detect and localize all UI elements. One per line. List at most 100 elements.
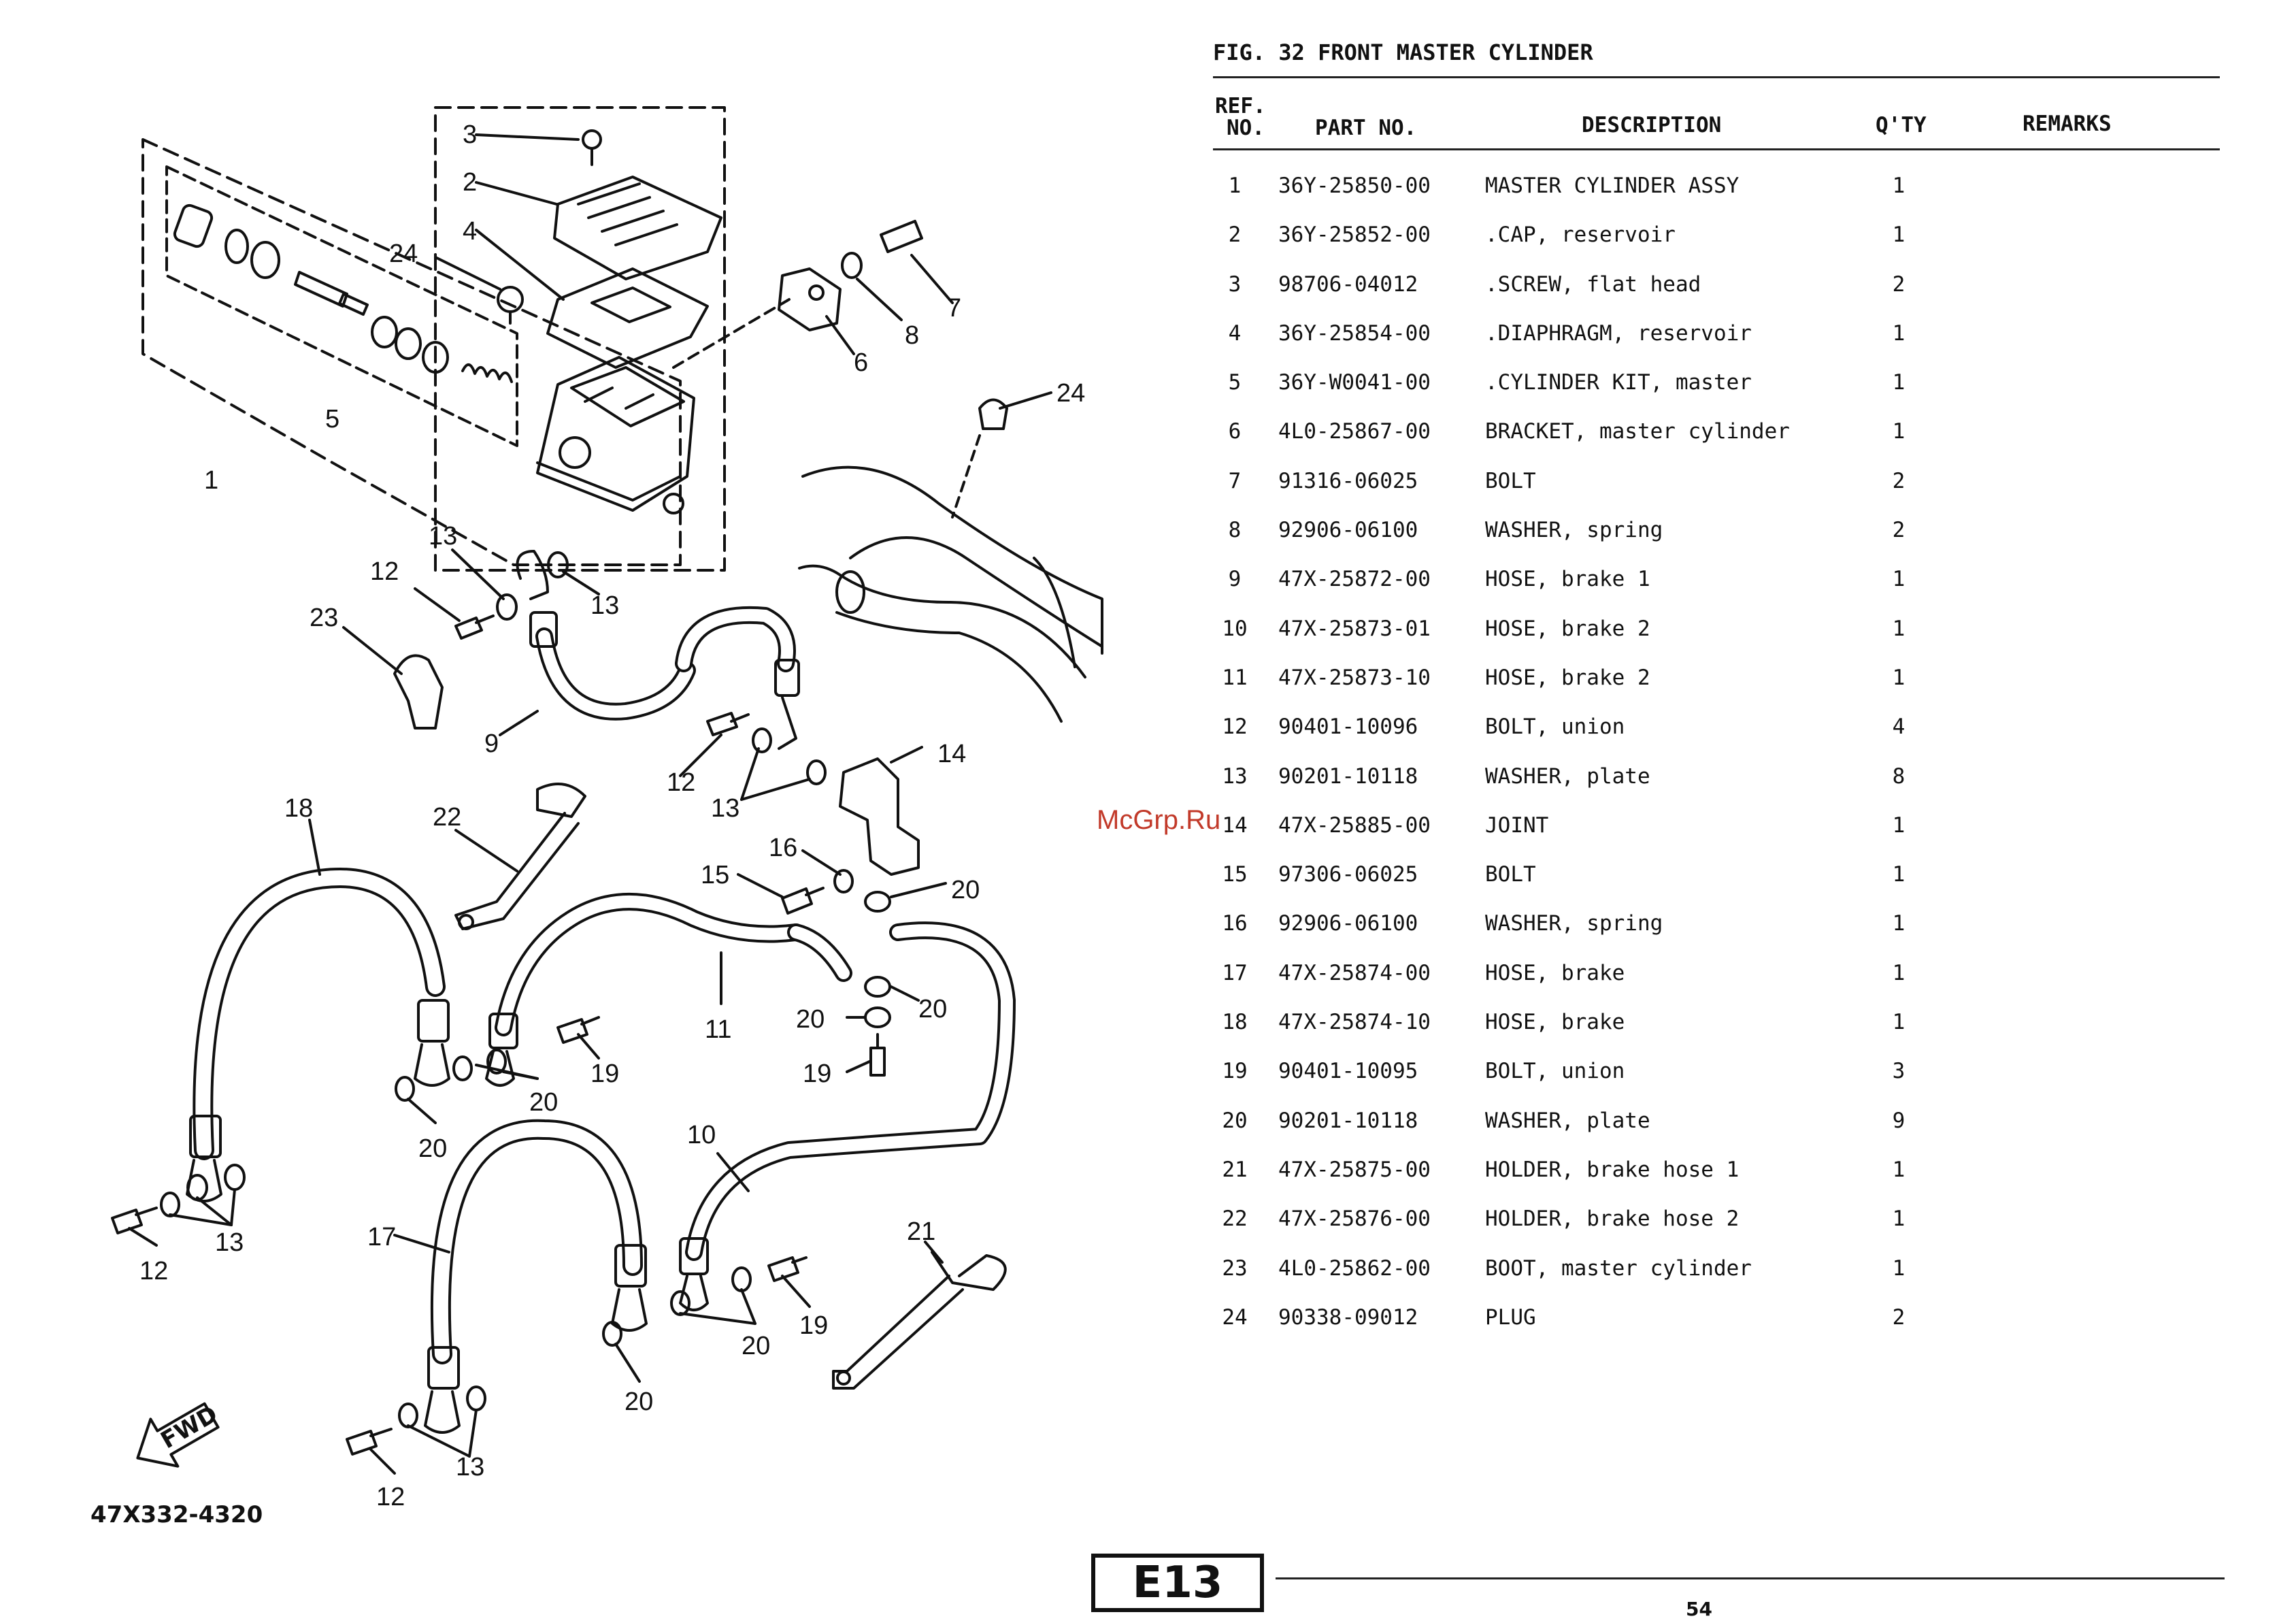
ref-cell: 14 xyxy=(1222,813,1248,838)
callout-5: 5 xyxy=(325,405,339,433)
qty-cell: 1 xyxy=(1892,419,1906,444)
callout-20-b: 20 xyxy=(918,995,947,1023)
callout-18: 18 xyxy=(284,794,313,823)
part-number-cell: 47X-25885-00 xyxy=(1278,813,1431,838)
ref-cell: 23 xyxy=(1222,1256,1248,1281)
bracket-6 xyxy=(778,267,842,331)
description-cell: PLUG xyxy=(1485,1305,1536,1330)
washer-20-e xyxy=(602,1321,622,1347)
hose-17 xyxy=(424,1119,648,1434)
callout-3: 3 xyxy=(463,120,477,149)
holder-21 xyxy=(832,1251,1007,1390)
hose-9 xyxy=(516,550,800,750)
callout-19-c: 19 xyxy=(799,1311,828,1340)
ref-cell: 20 xyxy=(1222,1108,1248,1133)
callout-11: 11 xyxy=(705,1015,731,1044)
qty-cell: 1 xyxy=(1892,960,1906,985)
handlebar-outline xyxy=(798,465,1103,723)
description-cell: WASHER, spring xyxy=(1485,518,1663,543)
figure-title: FIG. 32 FRONT MASTER CYLINDER xyxy=(1213,39,1593,65)
callout-13-e: 13 xyxy=(456,1453,484,1481)
part-number-cell: 36Y-W0041-00 xyxy=(1278,370,1431,395)
header-ref-line2: NO. xyxy=(1227,116,1265,140)
callout-10: 10 xyxy=(687,1121,716,1149)
qty-cell: 2 xyxy=(1892,468,1906,493)
qty-cell: 1 xyxy=(1892,911,1906,936)
callout-7: 7 xyxy=(947,294,961,323)
washer-20-g xyxy=(452,1055,473,1081)
ref-cell: 6 xyxy=(1228,419,1242,444)
qty-cell: 1 xyxy=(1892,1207,1906,1232)
union-bolt-12-a xyxy=(454,614,495,640)
callout-19-b: 19 xyxy=(803,1060,831,1088)
part-number-cell: 4L0-25862-00 xyxy=(1278,1256,1431,1281)
ref-cell: 17 xyxy=(1222,960,1248,985)
description-cell: WASHER, plate xyxy=(1485,764,1650,789)
callout-13-a: 13 xyxy=(429,522,457,551)
part-number-cell: 47X-25875-00 xyxy=(1278,1157,1431,1182)
part-number-cell: 47X-25874-00 xyxy=(1278,960,1431,985)
part-number-cell: 47X-25873-01 xyxy=(1278,616,1431,641)
callout-20-d: 20 xyxy=(529,1088,558,1117)
title-rule xyxy=(1213,76,2220,78)
qty-cell: 1 xyxy=(1892,567,1906,592)
qty-cell: 8 xyxy=(1892,764,1906,789)
washer-13-a xyxy=(496,593,518,621)
section-code: E13 xyxy=(1132,1558,1223,1608)
callout-24-b: 24 xyxy=(1057,379,1085,408)
part-number-cell: 47X-25876-00 xyxy=(1278,1207,1431,1232)
ref-cell: 8 xyxy=(1228,518,1242,543)
part-number-cell: 47X-25872-00 xyxy=(1278,567,1431,592)
washer-13-c xyxy=(752,727,772,753)
union-bolt-19-c xyxy=(767,1256,808,1282)
qty-cell: 1 xyxy=(1892,616,1906,641)
table-row: 17 47X-25874-00 HOSE, brake 1 xyxy=(1213,961,2220,1010)
part-number-cell: 90338-09012 xyxy=(1278,1305,1418,1330)
description-cell: HOLDER, brake hose 2 xyxy=(1485,1207,1740,1232)
header-qty: Q'TY xyxy=(1876,113,1927,137)
description-cell: HOLDER, brake hose 1 xyxy=(1485,1157,1740,1182)
description-cell: HOSE, brake 2 xyxy=(1485,665,1650,690)
hose-18 xyxy=(186,868,450,1202)
callout-12-c: 12 xyxy=(139,1257,168,1285)
description-cell: .CAP, reservoir xyxy=(1485,223,1676,248)
washer-13-f xyxy=(224,1164,246,1191)
footer-rule xyxy=(1276,1577,2225,1579)
callout-8: 8 xyxy=(905,321,919,350)
callout-24-a: 24 xyxy=(389,240,418,268)
ref-cell: 3 xyxy=(1228,272,1242,297)
description-cell: .CYLINDER KIT, master xyxy=(1485,370,1752,395)
qty-cell: 1 xyxy=(1892,1010,1906,1035)
callout-20-f: 20 xyxy=(742,1332,770,1360)
callout-labels: 1 2 3 4 5 6 7 8 9 10 11 12 12 12 12 13 1… xyxy=(139,120,1085,1511)
qty-cell: 1 xyxy=(1892,1256,1906,1281)
union-bolt-12-d xyxy=(346,1428,393,1456)
qty-cell: 2 xyxy=(1892,272,1906,297)
part-number-cell: 90401-10095 xyxy=(1278,1059,1418,1084)
part-number-cell: 90201-10118 xyxy=(1278,1108,1418,1133)
master-cylinder-body xyxy=(536,356,695,514)
callout-12-b: 12 xyxy=(667,768,695,797)
ref-cell: 15 xyxy=(1222,862,1248,887)
description-cell: HOSE, brake xyxy=(1485,960,1625,985)
header-ref-line1: REF. xyxy=(1215,94,1266,118)
union-bolt-12-b xyxy=(706,712,750,736)
part-number-cell: 36Y-25854-00 xyxy=(1278,321,1431,346)
union-bolt-12-c xyxy=(111,1207,158,1234)
cylinder-kit-parts xyxy=(173,203,513,383)
callout-2: 2 xyxy=(463,168,477,197)
description-cell: BOLT, union xyxy=(1485,1059,1625,1084)
diaphragm xyxy=(546,267,709,369)
header-description: DESCRIPTION xyxy=(1582,113,1722,137)
